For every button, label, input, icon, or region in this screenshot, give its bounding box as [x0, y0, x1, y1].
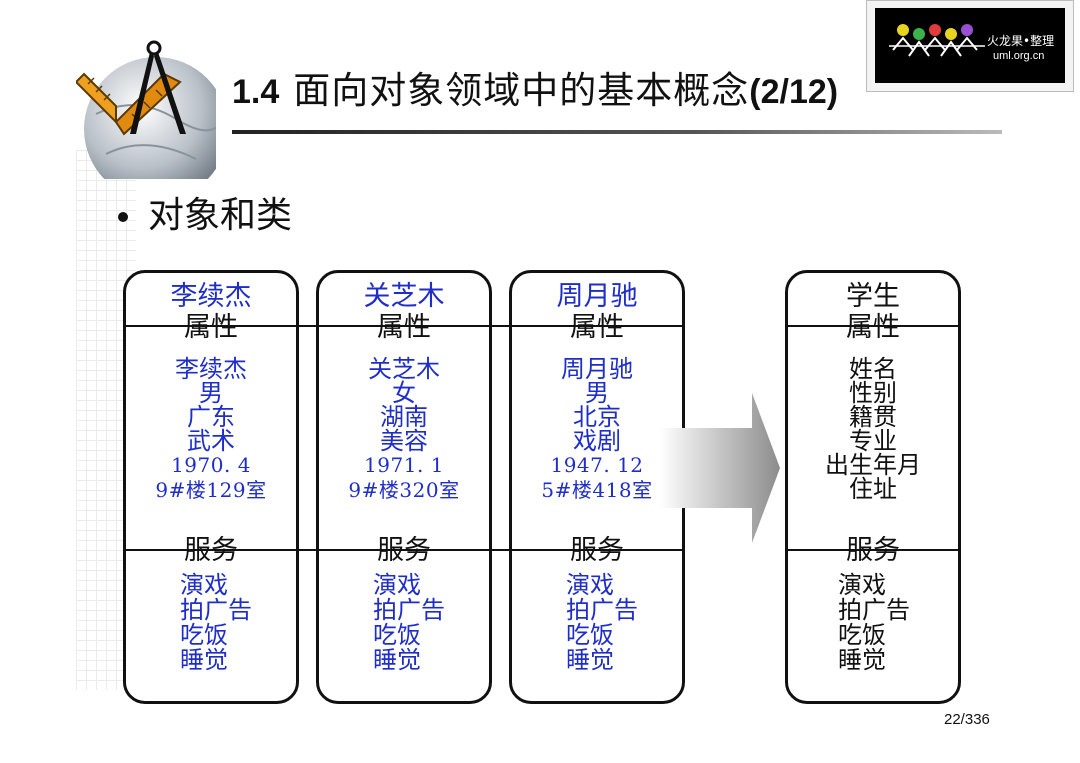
people-icon: [889, 24, 985, 57]
title-underline: [232, 130, 1002, 134]
logo-title: 火龙果•整理: [987, 34, 1055, 48]
service-item: 拍广告: [838, 596, 910, 624]
attr-name: 出生年月: [825, 451, 921, 479]
service-item: 拍广告: [180, 596, 252, 624]
attr-values: 关芝木 女 湖南 美容 1971. 1 9#楼320室: [319, 357, 489, 503]
attr-name: 专业: [849, 427, 897, 455]
service-item: 演戏: [180, 571, 228, 599]
object-card-3: 周月驰 属性 周月驰 男 北京 戏剧 1947. 12 5#楼418室 服务 演…: [509, 270, 685, 704]
service-item: 演戏: [373, 571, 421, 599]
attr-value: 9#楼320室: [348, 478, 460, 502]
service-list: 演戏 拍广告 吃饭 睡觉: [838, 573, 910, 673]
attr-value: 1947. 12: [550, 453, 644, 477]
attr-value: 湖南: [380, 403, 428, 431]
page-number: 22/336: [944, 711, 990, 728]
bullet-text: 对象和类: [148, 195, 293, 236]
service-item: 吃饭: [373, 621, 421, 649]
attr-name: 住址: [849, 475, 897, 503]
logo-url: uml.org.cn: [993, 50, 1045, 62]
slide-title: 1.4 面向对象领域中的基本概念 (2/12): [232, 60, 838, 120]
object-name: 周月驰: [556, 281, 638, 312]
divider: [509, 549, 685, 551]
attr-values: 周月驰 男 北京 戏剧 1947. 12 5#楼418室: [512, 357, 682, 503]
title-page: (2/12): [749, 73, 839, 111]
divider: [301, 325, 516, 327]
bullet-point: 对象和类: [118, 186, 292, 238]
attr-name: 姓名: [849, 355, 897, 383]
object-card-1: 李续杰 属性 李续杰 男 广东 武术 1970. 4 9#楼129室 服务 演戏…: [123, 270, 338, 704]
service-list: 演戏 拍广告 吃饭 睡觉: [180, 573, 252, 673]
service-item: 睡觉: [838, 646, 886, 674]
attr-value: 女: [392, 379, 416, 407]
attr-value: 5#楼418室: [541, 478, 653, 502]
service-item: 睡觉: [373, 646, 421, 674]
attr-value: 关芝木: [368, 355, 440, 383]
service-list: 演戏 拍广告 吃饭 睡觉: [373, 573, 445, 673]
title-text: 面向对象领域中的基本概念: [293, 69, 750, 112]
service-list: 演戏 拍广告 吃饭 睡觉: [566, 573, 638, 673]
service-item: 拍广告: [373, 596, 445, 624]
attr-header: 属性: [184, 312, 238, 343]
service-header: 服务: [377, 535, 431, 566]
divider: [785, 549, 961, 551]
divider: [123, 325, 338, 327]
attr-value: 美容: [380, 427, 428, 455]
attr-value: 广东: [187, 403, 235, 431]
service-item: 吃饭: [566, 621, 614, 649]
attr-value: 男: [585, 379, 609, 407]
attr-value: 1971. 1: [364, 453, 444, 477]
service-item: 睡觉: [566, 646, 614, 674]
brand-logo: 火龙果•整理 uml.org.cn: [866, 0, 1074, 92]
attr-header: 属性: [570, 312, 624, 343]
attr-name: 籍贯: [849, 403, 897, 431]
bullet-dot: [118, 212, 128, 222]
attr-value: 李续杰: [175, 355, 247, 383]
attr-value: 武术: [187, 427, 235, 455]
divider: [785, 325, 961, 327]
attr-names: 姓名 性别 籍贯 专业 出生年月 住址: [788, 357, 958, 501]
attr-value: 男: [199, 379, 223, 407]
divider: [123, 549, 338, 551]
service-header: 服务: [570, 535, 624, 566]
title-number: 1.4: [232, 73, 280, 111]
service-header: 服务: [184, 535, 238, 566]
logo-panel: 火龙果•整理 uml.org.cn: [875, 8, 1065, 83]
attr-value: 周月驰: [561, 355, 633, 383]
attr-value: 北京: [573, 403, 621, 431]
service-item: 睡觉: [180, 646, 228, 674]
attr-value: 戏剧: [573, 427, 621, 455]
class-name: 学生: [846, 281, 900, 312]
attr-name: 性别: [849, 379, 897, 407]
divider: [509, 325, 685, 327]
service-header: 服务: [846, 535, 900, 566]
right-arrow-icon: [660, 393, 780, 543]
object-name: 关芝木: [363, 281, 445, 312]
object-card-2: 关芝木 属性 关芝木 女 湖南 美容 1971. 1 9#楼320室 服务 演戏…: [301, 270, 516, 704]
service-item: 拍广告: [566, 596, 638, 624]
service-item: 演戏: [566, 571, 614, 599]
compass-globe-logo: [76, 40, 216, 179]
attr-value: 9#楼129室: [155, 478, 267, 502]
service-item: 吃饭: [838, 621, 886, 649]
attr-value: 1970. 4: [171, 453, 251, 477]
service-item: 演戏: [838, 571, 886, 599]
object-name: 李续杰: [170, 281, 252, 312]
attr-header: 属性: [377, 312, 431, 343]
attr-header: 属性: [846, 312, 900, 343]
attr-values: 李续杰 男 广东 武术 1970. 4 9#楼129室: [126, 357, 296, 503]
divider: [301, 549, 516, 551]
service-item: 吃饭: [180, 621, 228, 649]
class-card-student: 学生 属性 姓名 性别 籍贯 专业 出生年月 住址 服务 演戏 拍广告 吃饭 睡…: [785, 270, 961, 704]
